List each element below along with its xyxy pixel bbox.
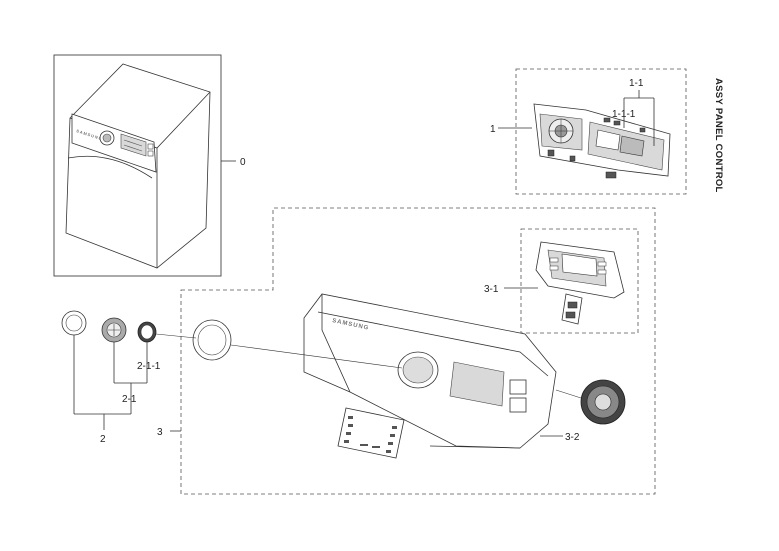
callout-1-1: 1-1: [629, 78, 644, 89]
panel-control-group: SAMSUNG 3 3-2: [157, 207, 656, 495]
knob-parts-group: 2-1-1 2-1 2: [61, 310, 197, 445]
pcb-assembly-group: 1 1-1 1-1-1: [490, 68, 687, 195]
callout-3-2: 3-2: [565, 432, 580, 443]
callout-2-1-1: 2-1-1: [137, 361, 161, 372]
callout-3-1: 3-1: [484, 284, 499, 295]
callout-1-1-1: 1-1-1: [612, 109, 636, 120]
washer-assembly-box: SAMSUNG 0: [53, 54, 246, 277]
callout-1: 1: [490, 124, 496, 135]
diagram-title: ASSY PANEL CONTROL: [713, 78, 724, 193]
callout-3: 3: [157, 427, 163, 438]
callout-0: 0: [240, 157, 246, 168]
callout-2-1: 2-1: [122, 394, 137, 405]
callout-2: 2: [100, 434, 106, 445]
